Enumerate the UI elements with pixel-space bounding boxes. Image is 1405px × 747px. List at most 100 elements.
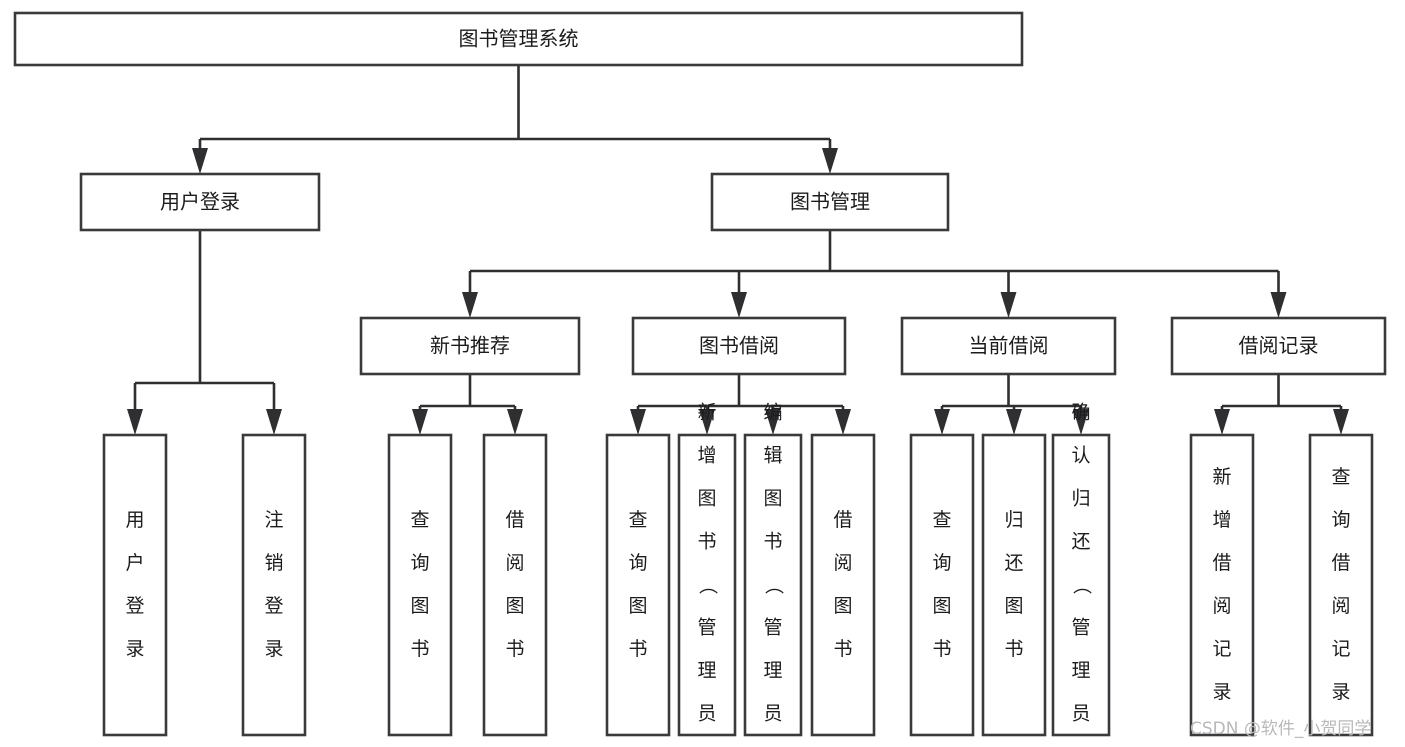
node-label: 借阅记录 (1239, 334, 1319, 358)
node-box (677, 433, 737, 737)
node-label: 新书推荐 (430, 334, 510, 358)
node-label-char: 增 (1212, 509, 1231, 531)
arrow-head-icon (630, 409, 646, 435)
node-label-char: 录 (125, 638, 144, 660)
node-label-char: 增 (697, 445, 716, 467)
arrow-head-icon (1214, 409, 1230, 435)
node-label-char: 理 (697, 660, 716, 682)
node-label-char: 录 (1212, 681, 1231, 703)
node-label-char: （ (1071, 575, 1093, 594)
node-label-char: 登 (125, 595, 144, 617)
node-label-char: 询 (410, 552, 429, 574)
arrow-head-icon (1000, 292, 1017, 318)
node-label-char: 用 (125, 509, 144, 531)
node-label-char: 书 (932, 638, 951, 660)
node-label-char: 录 (1331, 681, 1350, 703)
node-box (387, 433, 453, 737)
node-label-char: 理 (763, 660, 782, 682)
node-label-char: 记 (1212, 638, 1231, 660)
node-label-char: 户 (125, 552, 144, 574)
arrow-head-icon (835, 409, 851, 435)
node-box (710, 172, 950, 232)
node-label-char: 辑 (763, 445, 782, 467)
node-box (810, 433, 876, 737)
node-label-char: 理 (1071, 660, 1090, 682)
node-label-char: 书 (763, 531, 782, 553)
node-box (79, 172, 321, 232)
arrow-head-icon (507, 409, 523, 435)
node-current-borrow[interactable]: 当前借阅 (900, 316, 1117, 376)
edge-group-borrow-record (1214, 374, 1349, 435)
node-book-manage[interactable]: 图书管理 (710, 172, 950, 232)
node-label: 图书借阅 (699, 334, 779, 358)
node-label-char: 确 (1071, 402, 1090, 424)
csdn-watermark: CSDN @软件_小贺同学 (1190, 719, 1371, 739)
node-box (1051, 433, 1111, 737)
node-label-char: 借 (505, 509, 524, 531)
arrow-head-icon (1006, 409, 1022, 435)
node-box (1170, 316, 1387, 376)
node-label-char: 录 (264, 638, 283, 660)
arrow-head-icon (192, 148, 208, 174)
watermark-layer: CSDN @软件_小贺同学 (1190, 719, 1371, 739)
node-box (13, 11, 1024, 67)
node-label-char: 图 (763, 488, 782, 510)
node-label-char: 归 (1004, 509, 1023, 531)
node-box (241, 433, 307, 737)
node-label-char: 查 (410, 509, 429, 531)
node-label-char: 查 (1331, 466, 1350, 488)
node-label-char: 管 (763, 617, 782, 639)
node-label-char: 阅 (1212, 595, 1231, 617)
node-box (482, 433, 548, 737)
arrow-head-icon (934, 409, 950, 435)
node-label-char: 销 (264, 552, 283, 574)
arrow-head-icon (699, 409, 715, 435)
node-box (981, 433, 1047, 737)
node-label-char: 询 (628, 552, 647, 574)
node-label-char: 注 (264, 509, 283, 531)
node-box (1308, 433, 1374, 737)
node-box (743, 433, 803, 737)
node-label: 图书管理系统 (459, 27, 579, 51)
nodes-layer: 图书管理系统用户登录图书管理新书推荐图书借阅当前借阅借阅记录用户登录注销登录查询… (13, 11, 1387, 747)
node-label-char: 归 (1071, 488, 1090, 510)
node-label-char: 借 (833, 509, 852, 531)
node-new-book-rec[interactable]: 新书推荐 (359, 316, 581, 376)
node-label-char: 询 (1331, 509, 1350, 531)
edge-group-new-book-rec (412, 374, 523, 435)
node-label-char: 图 (833, 595, 852, 617)
arrow-head-icon (266, 409, 282, 435)
node-book-borrow[interactable]: 图书借阅 (631, 316, 847, 376)
node-label-char: 询 (932, 552, 951, 574)
node-label-char: （ (697, 575, 719, 594)
node-label-char: 书 (410, 638, 429, 660)
node-label-char: 书 (1004, 638, 1023, 660)
arrow-head-icon (1333, 409, 1349, 435)
node-box (605, 433, 671, 737)
node-label-char: 阅 (833, 552, 852, 574)
node-label-char: 图 (628, 595, 647, 617)
node-borrow-record[interactable]: 借阅记录 (1170, 316, 1387, 376)
node-label-char: 图 (932, 595, 951, 617)
node-user-login[interactable]: 用户登录 (79, 172, 321, 232)
arrow-head-icon (765, 409, 781, 435)
arrow-head-icon (822, 148, 838, 174)
node-label-char: 管 (1071, 617, 1090, 639)
arrow-head-icon (731, 292, 747, 318)
node-leaf-user-login[interactable]: 用户登录 (102, 433, 168, 737)
node-box (359, 316, 581, 376)
node-root[interactable]: 图书管理系统 (13, 11, 1024, 67)
node-label-char: 还 (1004, 552, 1023, 574)
